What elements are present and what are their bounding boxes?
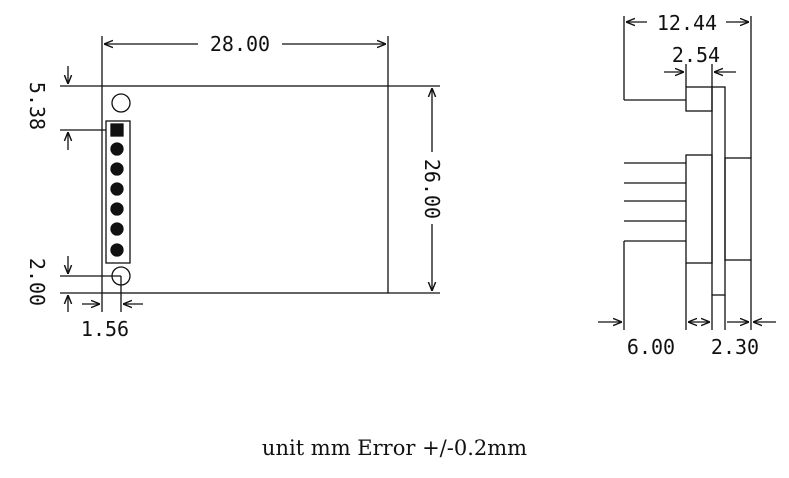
left-offset-label: 1.56 [81,317,129,341]
side-top-header-body [685,86,713,112]
tolerance-note: unit mm Error +/-0.2mm [261,436,528,460]
header-thickness-label: 2.54 [672,43,720,67]
pin-pad [110,142,124,156]
mounting-hole-top [111,93,131,113]
top-offset-label: 5.38 [25,82,49,130]
board-offset-label: 2.30 [711,335,759,359]
pin-length-label: 6.00 [627,335,675,359]
front-view [60,36,440,312]
height-label: 26.00 [420,159,444,219]
pin-pad [110,222,124,236]
pin-pad [110,182,124,196]
module-board-outline [101,85,389,294]
pin-pad [110,162,124,176]
pin-pad [110,202,124,216]
overall-length-label: 12.44 [657,11,717,35]
bottom-offset-label: 2.00 [25,258,49,306]
pin-pad [110,243,124,257]
side-bottom-header-body [685,154,713,264]
pin-header [105,120,131,264]
side-pcb [711,86,726,296]
width-label: 28.00 [210,32,270,56]
side-view [598,16,776,330]
pin-1-square-pad [110,123,124,137]
side-component [724,157,752,261]
